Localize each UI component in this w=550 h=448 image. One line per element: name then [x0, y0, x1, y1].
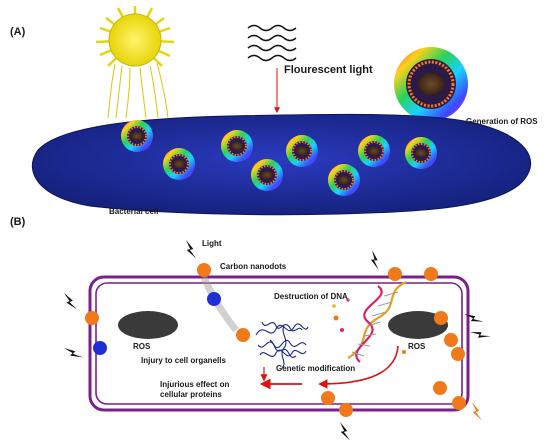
carbon-nanodot-orange	[197, 263, 211, 277]
nanodot-left-orange	[85, 311, 99, 325]
nanodot-6	[327, 163, 361, 197]
destruction-of-dna-label: Destruction of DNA	[274, 292, 348, 301]
injurious-effect-line2-label: cellular proteins	[160, 390, 222, 399]
nanodot-left-blue	[93, 341, 107, 355]
nanodot-3	[220, 129, 254, 163]
panel-a-label: (A)	[10, 26, 26, 38]
organelle-right	[388, 311, 448, 339]
protein-tangle-icon	[255, 321, 309, 369]
nanodot-8	[404, 136, 438, 170]
nanodot-right-1	[434, 311, 448, 325]
fluorescent-light-label: Flourescent light	[284, 64, 373, 76]
carbon-nanodot-orange-inside	[236, 328, 250, 342]
nanodot-bottom-2	[339, 403, 353, 417]
nanodot-2	[162, 147, 196, 181]
nanodot-7	[357, 134, 391, 168]
nanodot-bottom-1	[321, 391, 335, 405]
injurious-effect-line1-label: Injurious effect on	[160, 380, 230, 389]
bolt-top-right	[365, 250, 386, 271]
nanodot-right-5	[452, 396, 466, 410]
nanodot-right-3	[451, 347, 465, 361]
generation-of-ros-label: Generation of ROS	[466, 117, 538, 126]
nanodot-right-2	[444, 333, 458, 347]
bolt-right-bottom	[472, 402, 483, 421]
bolt-left-top	[61, 293, 80, 310]
panel-b-label: (B)	[10, 216, 26, 228]
nanodot-top-right-2	[424, 267, 438, 281]
bolt-left-bottom	[64, 343, 84, 362]
sun-icon	[95, 6, 175, 119]
fluorescent-light-waves-icon	[247, 24, 297, 62]
nanodot-4	[250, 158, 284, 192]
injury-to-cell-organells-label: Injury to cell organells	[141, 356, 226, 365]
nanodot-top-right-1	[388, 267, 402, 281]
carbon-nanodots-label: Carbon nanodots	[220, 262, 287, 271]
bolt-right-2	[470, 324, 491, 345]
carbon-nanodot-blue	[207, 292, 221, 306]
dna-helix-icon	[332, 280, 407, 363]
membrane-nanodots	[61, 250, 491, 441]
bacterial-cell-label: Bacterial cell	[109, 207, 159, 216]
light-bolt-icon	[181, 240, 202, 259]
nanodot-1	[120, 119, 154, 153]
ros-left-label: ROS	[133, 342, 151, 351]
ros-to-protein-arrow	[318, 345, 399, 389]
nanodot-right-4	[433, 381, 447, 395]
ros-nanodot-large	[394, 47, 468, 121]
organelle-left	[118, 311, 178, 339]
bolt-bottom	[335, 422, 356, 441]
genetic-modification-label: Genetic modification	[276, 364, 356, 373]
bacterial-cell	[31, 113, 531, 216]
cell-membrane-outer	[88, 275, 470, 412]
ros-right-label: ROS	[408, 342, 426, 351]
nanodot-5	[285, 134, 319, 168]
light-label: Light	[202, 239, 222, 248]
